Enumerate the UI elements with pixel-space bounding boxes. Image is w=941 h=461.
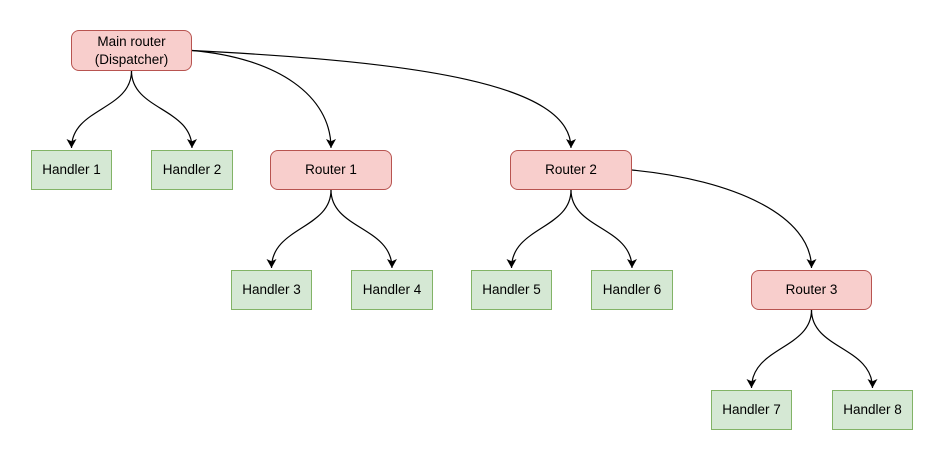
edge-router-3-to-handler-8 [810, 309, 878, 389]
node-handler-7: Handler 7 [711, 390, 792, 430]
node-handler-5: Handler 5 [471, 270, 552, 310]
edge-main-router-to-handler-2 [130, 70, 197, 149]
edge-main-router-to-router-2 [191, 49, 576, 149]
edge-router-2-to-router-3 [631, 169, 817, 269]
node-router-2: Router 2 [510, 150, 632, 190]
node-main-router: Main router (Dispatcher) [71, 30, 192, 71]
node-handler-8: Handler 8 [832, 390, 913, 430]
edge-main-router-to-router-1 [191, 49, 336, 149]
edge-router-2-to-handler-6 [570, 189, 637, 269]
node-router-3: Router 3 [751, 270, 872, 310]
edge-main-router-to-handler-1 [66, 70, 133, 149]
node-handler-3: Handler 3 [231, 270, 312, 310]
edge-router-2-to-handler-5 [506, 189, 572, 269]
node-handler-6: Handler 6 [591, 270, 673, 310]
node-handler-4: Handler 4 [351, 270, 433, 310]
edge-router-3-to-handler-7 [746, 309, 813, 389]
edge-router-1-to-handler-4 [330, 189, 397, 269]
node-router-1: Router 1 [270, 150, 392, 190]
node-handler-1: Handler 1 [31, 150, 112, 190]
edge-router-1-to-handler-3 [266, 189, 332, 269]
node-handler-2: Handler 2 [151, 150, 233, 190]
